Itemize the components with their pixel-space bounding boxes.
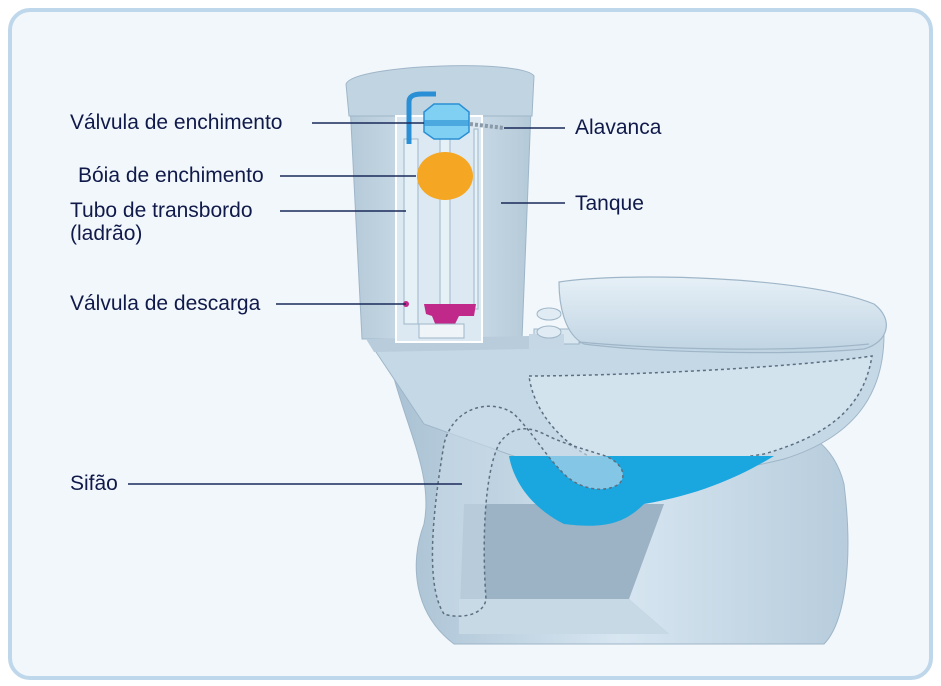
label-siphon: Sifão: [70, 472, 118, 495]
label-tank: Tanque: [575, 192, 644, 215]
leader-lines: [128, 122, 565, 485]
flush-valve: [424, 304, 476, 326]
label-fill-valve: Válvula de enchimento: [70, 111, 283, 134]
hinge-bolt-lower: [536, 325, 562, 339]
toilet-lid: [558, 276, 887, 354]
label-fill-float: Bóia de enchimento: [78, 164, 264, 187]
label-overflow-tube-line1: Tubo de transbordo: [70, 199, 253, 222]
lever-chain: [469, 122, 505, 130]
seat-hinge: [529, 334, 564, 349]
label-flush-valve: Válvula de descarga: [70, 292, 261, 315]
hinge-bolt-upper: [536, 307, 562, 321]
toilet-cutaway-illustration: [128, 65, 887, 645]
diagram-panel: Válvula de enchimento Bóia de enchimento…: [8, 8, 933, 680]
lid-edge: [578, 341, 870, 350]
base-floor: [459, 599, 669, 634]
overflow-tube: [403, 138, 419, 325]
label-lever: Alavanca: [575, 116, 662, 139]
fill-supply-pipe: [406, 91, 436, 144]
label-overflow-tube-line2: (ladrão): [70, 222, 143, 245]
siphon-trapway: [431, 405, 624, 617]
lever-rod: [473, 128, 479, 310]
fill-float: [417, 152, 473, 200]
flush-valve-seat: [418, 323, 465, 339]
tank-lid: [345, 65, 535, 117]
